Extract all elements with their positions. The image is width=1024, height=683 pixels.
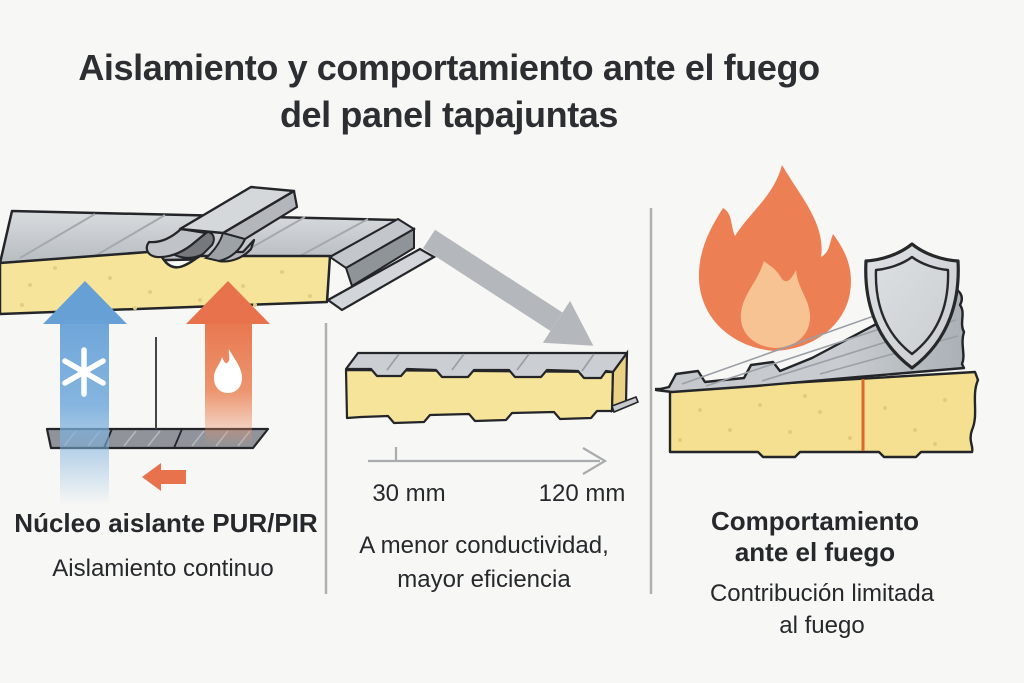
fire-behavior-illustration [654,165,980,459]
thickness-illustration [344,229,640,475]
fire-subheading-line-2: al fuego [779,612,865,639]
fire-heading: Comportamiento ante el fuego [711,506,919,568]
page-title: Aislamiento y comportamiento ante el fue… [78,44,820,138]
thin-panel-top-sheet [344,351,629,380]
thickness-caption-line-1: A menor conductividad, [359,532,609,559]
panel-edge-flange [325,247,437,312]
insulation-heading: Núcleo aislante PUR/PIR [14,508,318,538]
insulated-panel-illustration [0,185,437,505]
seam-cap [145,185,299,263]
fire-foam-speckles [678,394,947,446]
thickness-caption-line-2: mayor eficiencia [397,566,571,593]
cold-arrow [43,281,127,505]
measurement-arrow [368,447,608,475]
thin-panel-foam [344,368,615,425]
foam-core [0,250,332,316]
left-arrow-icon [142,463,186,491]
seam-cap-base [203,231,247,263]
title-line-2: del panel tapajuntas [279,94,619,135]
fire-heading-line-1: Comportamiento [711,506,919,536]
fire-metal-sheet [654,284,966,394]
thickness-caption: A menor conductividad, mayor eficiencia [359,529,608,597]
fire-subheading-line-1: Contribución limitada [709,580,935,607]
seam-cap-top [178,185,296,235]
thickness-min-label: 30 mm [372,480,446,507]
panel-edge-web [344,227,415,288]
title-line-1: Aislamiento y comportamiento ante el fue… [78,47,820,88]
thin-panel-ribs [386,353,595,372]
insulation-subheading: Aislamiento continuo [52,555,274,582]
fire-heading-line-2: ante el fuego [734,537,896,567]
heat-arrow [186,281,270,447]
fire-subheading: Contribución limitada al fuego [710,578,934,642]
snowflake-icon [62,347,106,397]
flame-icon-large [698,165,851,351]
big-arrow-icon [423,229,594,346]
thickness-max-label: 120 mm [538,480,626,507]
thin-panel-lip [610,395,640,414]
flame-icon [214,349,242,393]
seam-cap-left-flank [145,227,208,259]
fire-foam-block [668,370,980,459]
shield-icon [864,242,960,370]
